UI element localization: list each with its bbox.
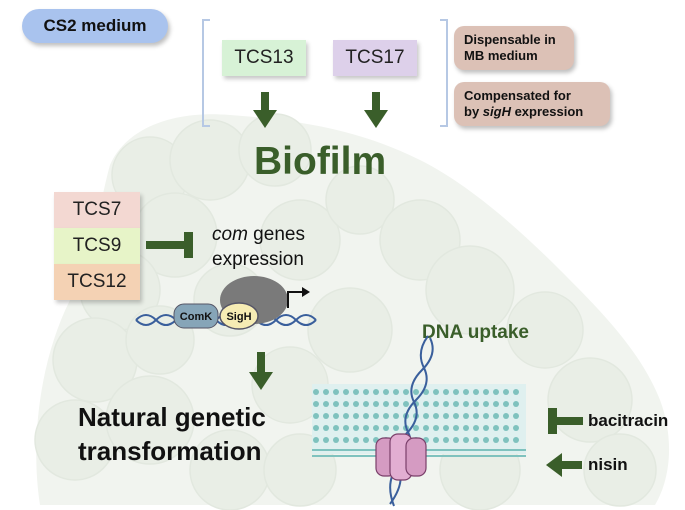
com-genes-line2: expression bbox=[212, 249, 304, 270]
sigh-label: SigH bbox=[226, 311, 251, 323]
compensated-line1: Compensated for bbox=[464, 88, 571, 103]
transformation-line2: transformation bbox=[78, 436, 262, 466]
bacitracin-label: bacitracin bbox=[588, 411, 669, 430]
com-genes-rest: genes bbox=[247, 224, 305, 245]
promoter-dna-diagram: ComK SigH bbox=[135, 276, 317, 330]
inhibition-bar-icon bbox=[146, 232, 193, 258]
tcs17-arrow-icon bbox=[364, 92, 388, 128]
biofilm-label: Biofilm bbox=[254, 140, 387, 183]
dispensable-note: Dispensable in MB medium bbox=[454, 26, 574, 70]
com-genes-label: com genes expression bbox=[212, 222, 305, 272]
transformation-line1: Natural genetic bbox=[78, 402, 266, 432]
comk-label: ComK bbox=[180, 311, 212, 323]
tcs17-label: TCS17 bbox=[345, 47, 405, 68]
bacitracin-inhibition-icon bbox=[548, 408, 583, 434]
com-genes-line1: com genes bbox=[212, 222, 305, 247]
transformation-arrow-icon bbox=[249, 352, 273, 390]
compensated-suffix: expression bbox=[510, 104, 584, 119]
tcs9-label: TCS9 bbox=[72, 235, 122, 256]
tcs9-box: TCS9 bbox=[54, 228, 140, 264]
dna-uptake-label: DNA uptake bbox=[422, 322, 529, 343]
dispensable-line1: Dispensable in bbox=[464, 32, 556, 47]
promoter-arrow-icon bbox=[287, 291, 304, 308]
tcs12-label: TCS12 bbox=[67, 271, 127, 292]
sigh-gene-name: sigH bbox=[482, 104, 511, 119]
tcs13-box: TCS13 bbox=[222, 40, 306, 76]
comk-shape bbox=[173, 303, 219, 329]
transformation-label: Natural genetic transformation bbox=[78, 400, 266, 468]
com-gene-name: com bbox=[212, 224, 248, 245]
compensated-prefix: by bbox=[464, 104, 483, 119]
tcs17-box: TCS17 bbox=[333, 40, 417, 76]
tcs13-arrow-icon bbox=[253, 92, 277, 128]
compensated-line2: by sigH expression bbox=[464, 104, 600, 120]
tcs-group-bracket bbox=[202, 19, 448, 127]
tcs7-label: TCS7 bbox=[72, 199, 122, 220]
membrane-top-leaflet bbox=[313, 389, 519, 443]
compensated-note: Compensated for by sigH expression bbox=[454, 82, 610, 126]
medium-badge: CS2 medium bbox=[22, 9, 168, 43]
tcs13-label: TCS13 bbox=[234, 47, 294, 68]
dispensable-line2: MB medium bbox=[464, 48, 538, 63]
sigh-shape bbox=[219, 302, 259, 330]
nisin-label: nisin bbox=[588, 455, 628, 474]
membrane-diagram bbox=[312, 335, 526, 507]
nisin-arrow-icon bbox=[546, 453, 582, 477]
channel-protein-icon bbox=[375, 433, 427, 481]
tcs7-box: TCS7 bbox=[54, 192, 140, 228]
tcs12-box: TCS12 bbox=[54, 264, 140, 300]
